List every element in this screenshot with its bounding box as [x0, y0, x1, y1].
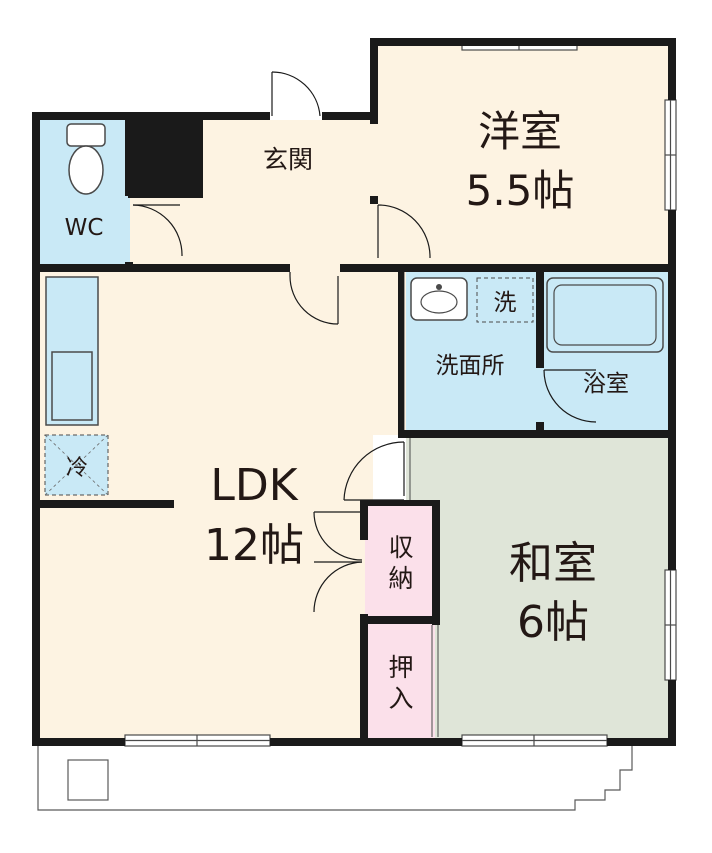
vanity-drain: [436, 284, 442, 290]
door-bathroom: [543, 369, 597, 423]
japanese-room-name: 和室: [509, 538, 597, 589]
western-room-floor: [375, 45, 670, 270]
closet-label-line2: 入: [388, 684, 413, 713]
door-western: [377, 204, 431, 259]
storage-label-line1: 収: [388, 533, 413, 562]
window-closet-side: [431, 625, 439, 737]
door-ldk: [289, 272, 339, 325]
window-ldk-bottom: [124, 734, 271, 747]
japanese-room-size: 6帖: [517, 597, 589, 648]
wc-label: WC: [65, 215, 104, 241]
window-western-right: [664, 99, 677, 211]
door-japanese: [343, 441, 405, 501]
toilet-tank: [66, 123, 106, 147]
japanese-room-floor: [406, 435, 670, 740]
toilet-bowl: [68, 145, 104, 195]
walls: [32, 38, 676, 746]
door-storage: [313, 511, 363, 613]
storage-label-line2: 納: [388, 564, 413, 593]
entrance-label: 玄関: [263, 145, 313, 174]
bathroom-label: 浴室: [583, 371, 629, 397]
window-japanese-bottom: [461, 734, 608, 747]
closet-label-line1: 押: [388, 653, 413, 682]
bathtub-inner: [553, 284, 657, 346]
washer-label: 洗: [494, 290, 517, 316]
shoe-cabinet: [128, 118, 203, 198]
ldk-name: LDK: [210, 460, 298, 511]
washroom-label: 洗面所: [436, 353, 505, 379]
door-front: [271, 71, 321, 117]
kitchen-counter: [45, 276, 99, 426]
balcony-drain: [67, 759, 109, 801]
closet-floor: [365, 623, 435, 740]
bathtub: [546, 277, 664, 353]
western-room-size: 5.5帖: [466, 166, 575, 215]
kitchen-sink: [51, 351, 93, 421]
ldk-floor-upper: [38, 270, 406, 435]
western-room-name: 洋室: [478, 107, 562, 156]
storage-floor: [365, 503, 435, 616]
door-wc: [132, 204, 183, 257]
window-japanese-right: [664, 569, 677, 681]
fridge-label: 冷: [66, 456, 88, 481]
washer-space: [476, 277, 534, 323]
vanity-basin: [420, 290, 458, 314]
fridge-diagonal-b: [44, 434, 109, 496]
ldk-size: 12帖: [204, 520, 304, 571]
balcony: [37, 746, 633, 811]
